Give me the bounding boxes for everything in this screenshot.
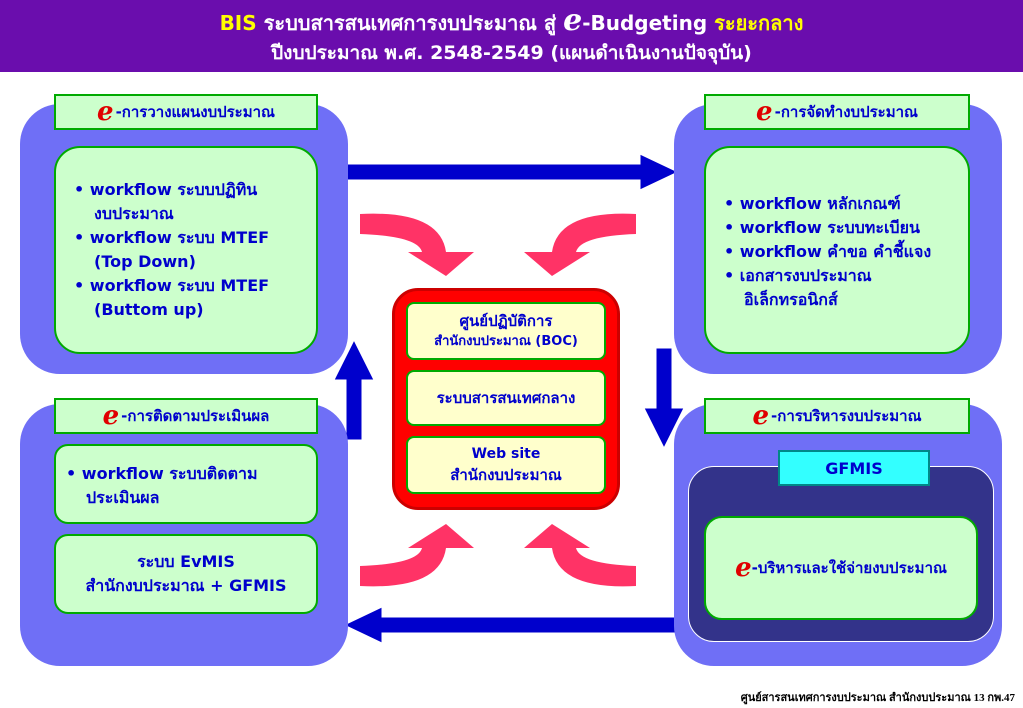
preparation-item-4-cont: อิเล็กทรอนิกส์ xyxy=(744,290,838,309)
arrow-monitoring-to-planning xyxy=(333,338,375,441)
arrow-administration-to-monitoring xyxy=(342,606,683,644)
administration-e: e xyxy=(752,401,770,431)
title-end: ระยะกลาง xyxy=(707,11,804,35)
planning-title-text: -การวางแผนงบประมาณ xyxy=(115,103,275,121)
title-banner: BIS ระบบสารสนเทศการงบประมาณ สู่ e-Budget… xyxy=(0,0,1023,72)
title-mid: ระบบสารสนเทศการงบประมาณ สู่ xyxy=(256,11,564,35)
planning-item-2: • workflow ระบบ MTEF xyxy=(74,228,270,247)
monitoring-box: • workflow ระบบติดตาม ประเมินผล xyxy=(54,444,318,524)
curved-arrow-top-right xyxy=(524,213,636,276)
preparation-item-2: • workflow ระบบทะเบียน xyxy=(724,218,920,237)
website-line-1: Web site xyxy=(471,446,541,462)
arrow-preparation-to-administration xyxy=(643,347,685,450)
preparation-e: e xyxy=(756,97,773,127)
title-line-1: BIS ระบบสารสนเทศการงบประมาณ สู่ e-Budget… xyxy=(0,6,1023,38)
footer-note: ศูนย์สารสนเทศการงบประมาณ สำนักงบประมาณ 1… xyxy=(740,692,1015,704)
title-line-2: ปีงบประมาณ พ.ศ. 2548-2549 (แผนดำเนินงานป… xyxy=(271,42,752,64)
curved-arrow-bottom-left xyxy=(360,524,474,587)
monitoring-item-cont: ประเมินผล xyxy=(86,488,160,507)
administration-inner-text: -บริหารและใช้จ่ายงบประมาณ xyxy=(751,559,947,577)
preparation-box: • workflow หลักเกณฑ์ • workflow ระบบทะเบ… xyxy=(704,146,970,354)
gfmis-label: GFMIS xyxy=(778,450,930,486)
administration-inner-box: e-บริหารและใช้จ่ายงบประมาณ xyxy=(704,516,978,620)
boc-box: ศูนย์ปฏิบัติการ สำนักงบประมาณ (BOC) xyxy=(406,302,606,360)
evmis-line-2: สำนักงบประมาณ + GFMIS xyxy=(85,576,287,595)
preparation-item-3: • workflow คำขอ คำชี้แจง xyxy=(724,242,932,261)
planning-item-3: • workflow ระบบ MTEF xyxy=(74,276,270,295)
planning-box: • workflow ระบบปฏิทิน งบประมาณ • workflo… xyxy=(54,146,318,354)
curved-arrow-bottom-right xyxy=(524,524,636,587)
monitoring-title-text: -การติดตามประเมินผล xyxy=(121,407,270,425)
preparation-item-4: • เอกสารงบประมาณ xyxy=(724,266,872,285)
monitoring-item: • workflow ระบบติดตาม xyxy=(66,464,258,483)
website-line-2: สำนักงบประมาณ xyxy=(450,466,562,484)
administration-title-text: -การบริหารงบประมาณ xyxy=(771,407,922,425)
website-box: Web site สำนักงบประมาณ xyxy=(406,436,606,494)
boc-line-1: ศูนย์ปฏิบัติการ xyxy=(459,312,553,330)
evmis-box: ระบบ EvMIS สำนักงบประมาณ + GFMIS xyxy=(54,534,318,614)
planning-e: e xyxy=(97,97,114,127)
planning-title: e-การวางแผนงบประมาณ xyxy=(54,94,318,130)
boc-line-2: สำนักงบประมาณ (BOC) xyxy=(434,334,578,349)
planning-item-1-cont: งบประมาณ xyxy=(94,204,174,223)
monitoring-title: e-การติดตามประเมินผล xyxy=(54,398,318,434)
arrow-planning-to-preparation xyxy=(341,153,680,191)
planning-item-1: • workflow ระบบปฏิทิน xyxy=(74,180,258,199)
monitoring-e: e xyxy=(102,401,120,431)
title-e: e xyxy=(563,3,583,38)
preparation-title: e-การจัดทำงบประมาณ xyxy=(704,94,970,130)
planning-item-3-cont: (Buttom up) xyxy=(94,300,204,319)
curved-arrow-top-left xyxy=(360,213,474,276)
title-budgeting: -Budgeting xyxy=(582,11,708,35)
administration-title: e-การบริหารงบประมาณ xyxy=(704,398,970,434)
central-info-system-box: ระบบสารสนเทศกลาง xyxy=(406,370,606,426)
evmis-line-1: ระบบ EvMIS xyxy=(137,552,235,571)
preparation-title-text: -การจัดทำงบประมาณ xyxy=(774,103,918,121)
title-bis: BIS xyxy=(219,11,257,35)
preparation-item-1: • workflow หลักเกณฑ์ xyxy=(724,194,901,213)
administration-inner-e: e xyxy=(735,553,752,583)
planning-item-2-cont: (Top Down) xyxy=(94,252,196,271)
